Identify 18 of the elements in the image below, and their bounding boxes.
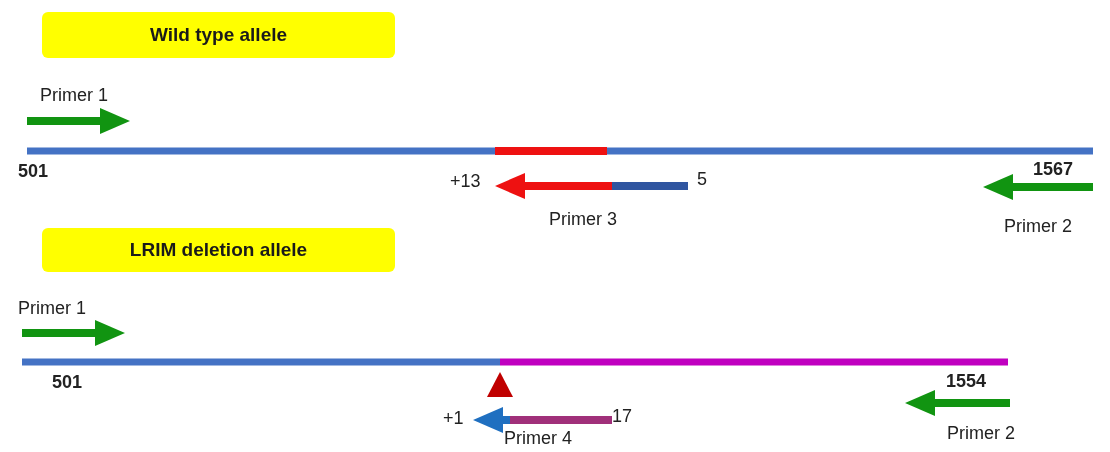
primer-label: Primer 4 (504, 427, 572, 449)
allele-title: Wild type allele (149, 22, 288, 47)
primer-label: Primer 3 (549, 208, 617, 230)
position-number: 17 (612, 405, 633, 427)
position-number: 1554 (946, 370, 987, 392)
position-number: 1567 (1033, 158, 1074, 180)
primer-label: Primer 2 (1004, 215, 1072, 237)
primer-label: Primer 1 (40, 84, 108, 106)
position-number: +13 (450, 170, 481, 192)
title-box (42, 12, 395, 58)
position-number: 501 (18, 160, 49, 182)
position-number: 501 (52, 371, 83, 393)
allele-title: LRIM deletion allele (129, 237, 308, 262)
primer-label: Primer 2 (947, 422, 1015, 444)
title-box (42, 228, 395, 272)
position-number: 5 (697, 168, 707, 190)
primer-label: Primer 1 (18, 297, 86, 319)
position-number: +1 (443, 407, 464, 429)
